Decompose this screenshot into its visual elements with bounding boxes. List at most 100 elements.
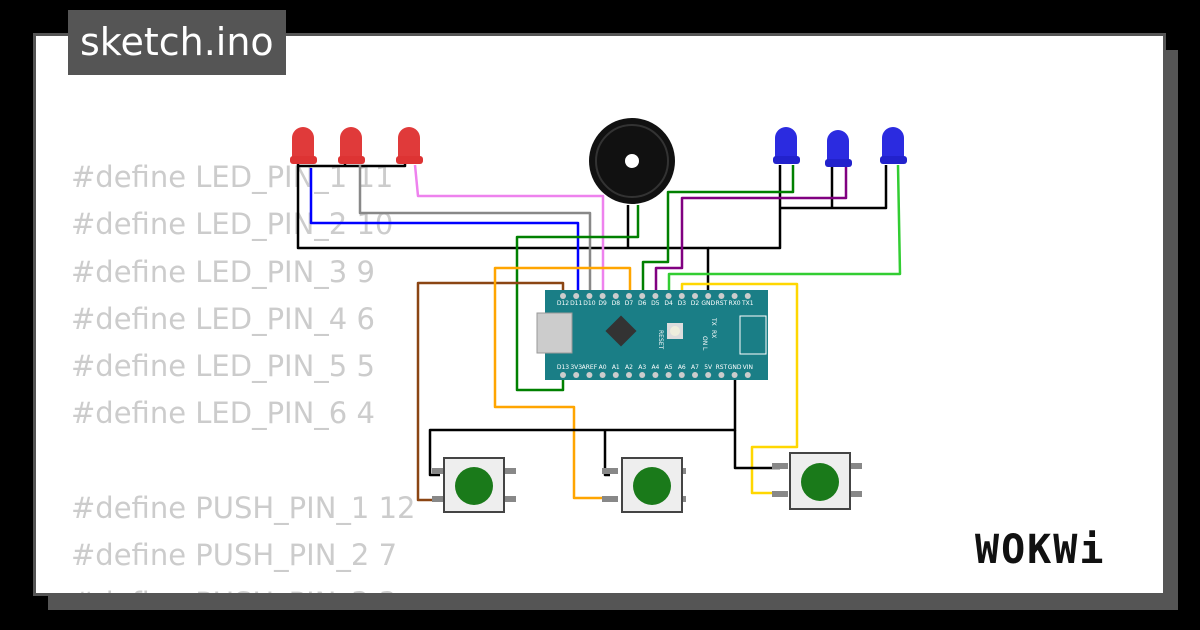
sketch-title: sketch.ino <box>68 10 286 75</box>
pin-d11[interactable] <box>573 293 580 299</box>
pin-d5[interactable] <box>652 293 659 299</box>
pin-label: RST <box>716 300 728 307</box>
pin-3v3[interactable] <box>573 372 580 378</box>
push-button-1[interactable] <box>432 457 516 513</box>
pin-label: RX0 <box>729 300 741 307</box>
pin-gnd[interactable] <box>705 293 712 299</box>
pin-gnd[interactable] <box>731 372 738 378</box>
wire-black <box>733 430 780 470</box>
pin-a5[interactable] <box>665 372 672 378</box>
pin-a2[interactable] <box>626 372 632 378</box>
pin-a6[interactable] <box>678 372 685 378</box>
pin-label: D5 <box>651 300 660 307</box>
pin-label: 5V <box>704 364 713 371</box>
pin-label: A6 <box>678 364 686 371</box>
pin-label: TX1 <box>741 300 754 307</box>
tx-label: TX <box>710 317 717 326</box>
code-line: #define PUSH_PIN_3 3 <box>71 580 416 593</box>
pin-a4[interactable] <box>652 372 659 378</box>
pin-label: VIN <box>743 364 753 371</box>
red-led[interactable] <box>338 127 365 164</box>
pin-rst[interactable] <box>718 372 725 378</box>
pin-label: 3V3 <box>570 364 582 371</box>
pin-label: A0 <box>599 364 607 371</box>
pin-a7[interactable] <box>692 372 698 378</box>
pin-rx0[interactable] <box>731 293 738 299</box>
pin-label: D6 <box>638 300 647 307</box>
pin-label: D8 <box>612 300 621 307</box>
wire-brown <box>416 281 565 502</box>
pin-d3[interactable] <box>678 293 685 299</box>
wire-green <box>641 165 795 296</box>
buzzer[interactable] <box>589 118 675 204</box>
pin-label: GND <box>701 300 715 307</box>
pin-d12[interactable] <box>560 293 566 299</box>
pin-aref[interactable] <box>586 372 593 378</box>
push-button-2[interactable] <box>602 457 686 513</box>
pin-label: D11 <box>570 300 582 307</box>
reset-label: RESET <box>657 330 664 350</box>
pin-d9[interactable] <box>599 293 606 299</box>
pin-5v[interactable] <box>705 372 712 378</box>
on-label: ON <box>701 336 708 345</box>
pin-label: A5 <box>665 364 673 371</box>
pin-label: D12 <box>557 300 569 307</box>
pin-label: A1 <box>612 364 620 371</box>
wire-purple <box>654 165 848 296</box>
pin-label: AREF <box>582 364 598 371</box>
code-line: #define PUSH_PIN_2 7 <box>71 538 398 573</box>
wire-black <box>428 373 737 477</box>
pin-rst[interactable] <box>718 293 725 299</box>
pin-label: A3 <box>638 364 646 371</box>
wire-black <box>603 430 610 477</box>
blue-led[interactable] <box>880 127 907 164</box>
blue-led[interactable] <box>773 127 800 164</box>
pin-label: D4 <box>664 300 673 307</box>
pin-label: RST <box>716 364 728 371</box>
wire-black <box>780 165 888 210</box>
pin-label: D2 <box>691 300 700 307</box>
pin-a1[interactable] <box>612 372 619 378</box>
pin-label: D13 <box>557 364 569 371</box>
pin-d2[interactable] <box>692 293 698 299</box>
red-led[interactable] <box>290 127 317 164</box>
wire-green <box>515 205 640 392</box>
pin-d8[interactable] <box>612 293 619 299</box>
pin-label: D7 <box>625 300 634 307</box>
wire-orange <box>493 266 632 500</box>
pin-vin[interactable] <box>744 372 751 378</box>
pin-tx1[interactable] <box>744 293 751 299</box>
pin-label: GND <box>728 364 742 371</box>
pin-d4[interactable] <box>665 293 672 299</box>
pin-d10[interactable] <box>586 293 593 299</box>
code-line: #define LED_PIN_5 5 <box>71 349 375 384</box>
pin-d13[interactable] <box>560 372 566 378</box>
pin-label: A2 <box>625 364 633 371</box>
pin-label: A4 <box>651 364 659 371</box>
code-line: #define LED_PIN_6 4 <box>71 396 375 431</box>
pin-label: D3 <box>678 300 687 307</box>
code-line: #define PUSH_PIN_1 12 <box>71 491 416 526</box>
wire-gold <box>680 282 799 495</box>
pin-d7[interactable] <box>626 293 632 299</box>
blue-led[interactable] <box>825 130 852 167</box>
wire-pink <box>413 164 605 296</box>
pin-a0[interactable] <box>599 372 606 378</box>
wire-lime <box>667 164 902 296</box>
code-line: #define LED_PIN_4 6 <box>71 301 375 336</box>
pin-d6[interactable] <box>639 293 646 299</box>
wire-black <box>296 160 710 296</box>
pin-label: A7 <box>691 364 699 371</box>
pin-label: D9 <box>598 300 607 307</box>
l-label: L <box>701 347 708 351</box>
push-button-3[interactable] <box>772 452 862 510</box>
red-led[interactable] <box>396 127 423 164</box>
pin-label: D10 <box>583 300 595 307</box>
wire-gray <box>358 165 592 296</box>
rx-label: RX <box>710 330 717 338</box>
wokwi-logo: WOKWi <box>975 527 1106 573</box>
wire-black <box>708 165 782 250</box>
pin-a3[interactable] <box>639 372 646 378</box>
